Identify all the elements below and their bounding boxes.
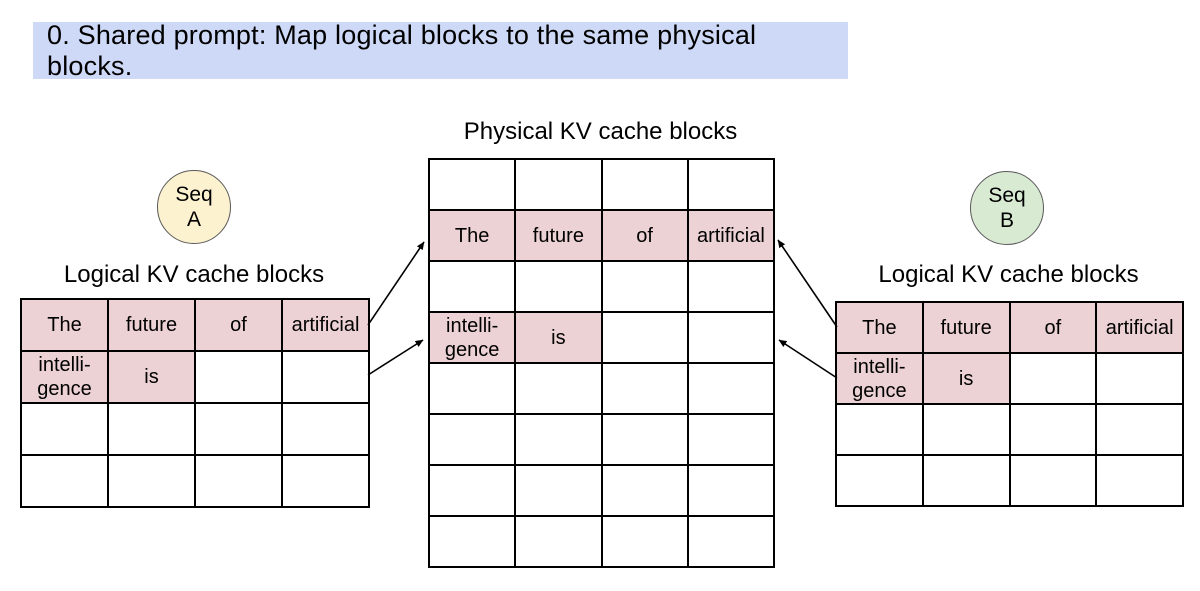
table-cell-token: future <box>922 302 1010 353</box>
table-row <box>429 363 774 414</box>
table-cell-empty <box>429 363 516 414</box>
physical-table-title: Physical KV cache blocks <box>463 118 738 145</box>
table-cell-token: artificial <box>282 299 369 351</box>
table-cell-token: of <box>1009 302 1097 353</box>
table-cell-empty <box>1009 455 1097 506</box>
table-cell-token: future <box>108 299 195 351</box>
table-cell-empty <box>195 351 282 403</box>
table-cell-empty <box>687 159 774 210</box>
title-banner: 0. Shared prompt: Map logical blocks to … <box>33 19 848 81</box>
table-cell-empty <box>515 261 602 312</box>
table-cell-empty <box>282 351 369 403</box>
table-cell-empty <box>282 403 369 455</box>
table-cell-empty <box>687 465 774 516</box>
table-cell-empty <box>515 363 602 414</box>
table-row <box>429 516 774 567</box>
table-row <box>429 465 774 516</box>
table-row <box>836 455 1183 506</box>
seq-b-badge: Seq B <box>970 171 1044 245</box>
table-cell-empty <box>601 312 688 363</box>
table-cell-empty <box>1009 353 1097 404</box>
arrow-seq-b-block0-to-physical-block1 <box>777 239 838 328</box>
table-cell-empty <box>195 403 282 455</box>
table-cell-token: intelli- gence <box>21 351 108 403</box>
table-cell-empty <box>429 465 516 516</box>
table-cell-empty <box>601 414 688 465</box>
table-cell-empty <box>1096 353 1183 404</box>
table-cell-empty <box>282 455 369 507</box>
table-cell-token: intelli- gence <box>429 312 516 363</box>
table-cell-token: of <box>601 210 688 261</box>
table-cell-empty <box>687 363 774 414</box>
table-cell-token: is <box>108 351 195 403</box>
table-cell-token: intelli- gence <box>836 353 923 404</box>
table-cell-empty <box>601 363 688 414</box>
seq-a-logical-table-title: Logical KV cache blocks <box>63 261 325 288</box>
table-cell-token: The <box>836 302 923 353</box>
table-cell-empty <box>601 465 688 516</box>
table-cell-empty <box>687 312 774 363</box>
arrow-seq-a-block0-to-physical-block1 <box>367 241 425 326</box>
table-cell-empty <box>515 516 602 567</box>
seq-a-label-line2: A <box>186 208 201 231</box>
table-cell-empty <box>1096 455 1183 506</box>
table-cell-empty <box>687 516 774 567</box>
table-cell-token: is <box>515 312 602 363</box>
seq-b-label-line1: Seq <box>988 184 1026 207</box>
table-cell-empty <box>601 516 688 567</box>
table-cell-empty <box>601 261 688 312</box>
table-row <box>21 403 369 455</box>
table-cell-empty <box>429 516 516 567</box>
table-cell-token: artificial <box>687 210 774 261</box>
table-cell-empty <box>836 404 923 455</box>
table-cell-empty <box>601 159 688 210</box>
table-row <box>429 261 774 312</box>
table-cell-empty <box>429 261 516 312</box>
arrow-seq-a-block1-to-physical-block3 <box>367 339 424 376</box>
table-cell-empty <box>515 414 602 465</box>
table-cell-token: is <box>922 353 1010 404</box>
table-row <box>429 159 774 210</box>
table-cell-empty <box>922 455 1010 506</box>
table-cell-token: artificial <box>1096 302 1183 353</box>
seq-a-label-line1: Seq <box>175 183 213 206</box>
title-text: 0. Shared prompt: Map logical blocks to … <box>47 19 757 81</box>
seq-b-label-line2: B <box>999 209 1014 232</box>
table-cell-token: future <box>515 210 602 261</box>
seq-b-logical-table-title: Logical KV cache blocks <box>878 261 1139 288</box>
table-row <box>836 404 1183 455</box>
table-cell-empty <box>429 414 516 465</box>
table-cell-empty <box>21 403 108 455</box>
table-cell-empty <box>515 159 602 210</box>
table-row <box>429 414 774 465</box>
table-cell-token: The <box>21 299 108 351</box>
table-cell-empty <box>108 403 195 455</box>
table-cell-empty <box>1096 404 1183 455</box>
table-cell-empty <box>429 159 516 210</box>
table-row <box>21 455 369 507</box>
arrow-seq-b-block1-to-physical-block3 <box>778 339 838 379</box>
table-cell-empty <box>195 455 282 507</box>
table-cell-empty <box>21 455 108 507</box>
table-cell-empty <box>836 455 923 506</box>
table-cell-empty <box>687 261 774 312</box>
table-cell-empty <box>108 455 195 507</box>
table-cell-token: of <box>195 299 282 351</box>
table-cell-empty <box>922 404 1010 455</box>
table-cell-empty <box>515 465 602 516</box>
table-cell-token: The <box>429 210 516 261</box>
seq-a-badge: Seq A <box>157 170 231 244</box>
table-cell-empty <box>1009 404 1097 455</box>
table-cell-empty <box>687 414 774 465</box>
